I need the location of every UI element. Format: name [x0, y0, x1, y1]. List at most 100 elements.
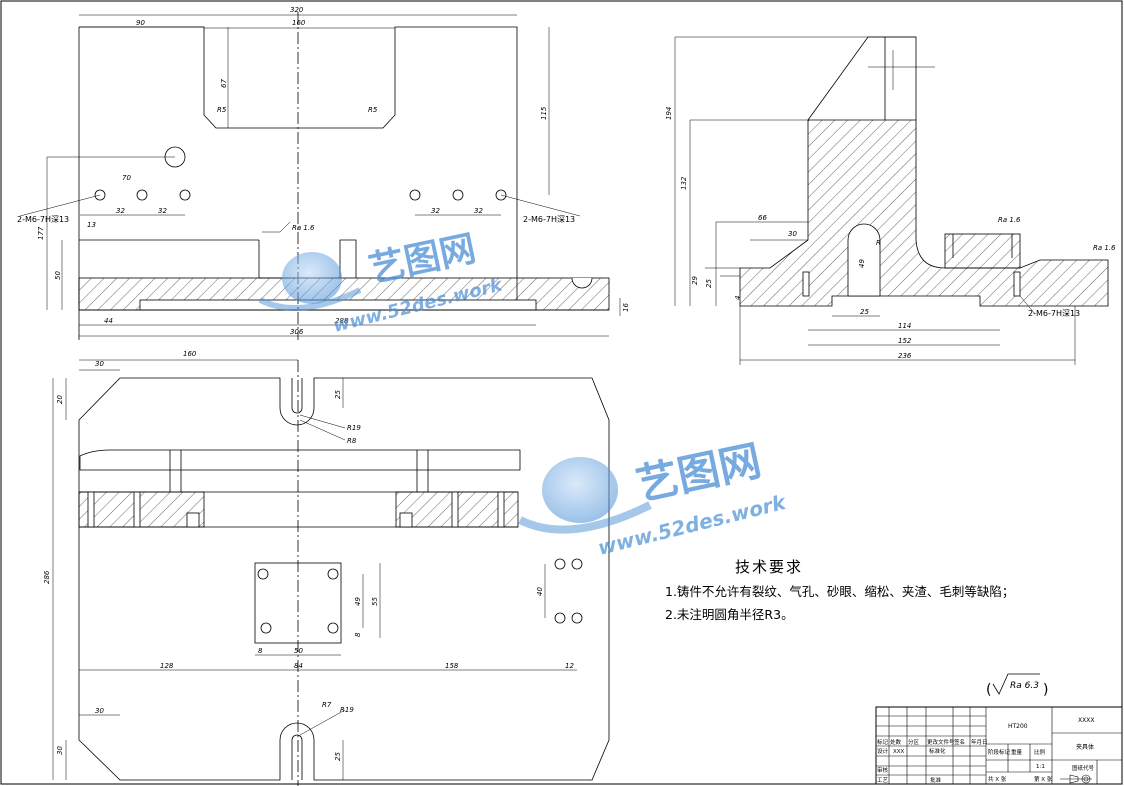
watermark-1: 艺图网 www.52des.work	[258, 228, 505, 337]
surface-roughness-value: Ra 6.3	[1010, 681, 1039, 691]
side-section	[739, 119, 1109, 307]
tb-sheet-total: 共 X 张	[988, 775, 1007, 783]
surface-roughness-symbol: ( Ra 6.3 )	[986, 673, 1048, 698]
side-view-dimensions: 194 132 66 30 R 49 25 29 25 4 114 152 23…	[665, 107, 1116, 360]
dim-r: R	[876, 239, 881, 247]
dim-plan-30-v: 30	[56, 746, 64, 755]
dim-66: 66	[758, 214, 767, 222]
dim-25-v: 25	[705, 279, 713, 288]
dim-plan-25-top: 25	[334, 390, 342, 399]
dim-plan-55: 55	[371, 597, 379, 606]
dim-194: 194	[665, 107, 673, 120]
tech-item-1: 1.铸件不允许有裂纹、气孔、砂眼、缩松、夹渣、毛刺等缺陷；	[665, 584, 1015, 599]
tb-sheet-no: 第 X 张	[1034, 775, 1053, 783]
tb-scale-label: 比例	[1034, 748, 1046, 756]
dim-25-h: 25	[860, 308, 869, 316]
dim-152: 152	[898, 337, 912, 345]
dim-67: 67	[220, 79, 228, 88]
dim-plan-r8: R8	[347, 437, 357, 445]
tb-design-name: XXX	[893, 749, 905, 755]
dim-plan-30: 30	[95, 360, 104, 368]
tb-mark: 标记	[877, 738, 889, 746]
dim-plan-20-top: 20	[56, 395, 64, 404]
dim-plan-25-bottom: 25	[334, 752, 342, 761]
roughness-side-2: Ra 1.6	[1093, 244, 1116, 252]
tb-audit: 审核	[877, 766, 889, 774]
dim-49: 49	[858, 259, 866, 268]
tb-approve: 批准	[930, 776, 942, 784]
tb-sign: 签名	[954, 738, 965, 746]
title-block	[875, 706, 1123, 785]
watermark-2: 艺图网 www.52des.work	[518, 436, 789, 560]
top-view	[19, 12, 621, 340]
dim-plan-84: 84	[294, 662, 303, 670]
tb-design: 设计	[877, 747, 889, 755]
top-view-dimensions: 320 90 160 67 R5 R5 115 70 32 32 13 32 3…	[17, 6, 630, 336]
dim-32-a: 32	[116, 207, 125, 215]
dim-90: 90	[136, 19, 145, 27]
dim-plan-160: 160	[183, 350, 197, 358]
dim-236: 236	[898, 352, 912, 360]
dim-70: 70	[122, 174, 131, 182]
tb-drawing-no: 图纸代号	[1072, 764, 1095, 772]
hole-callout-right: 2-M6-7H深13	[523, 215, 575, 224]
dim-plan-r7: R7	[322, 701, 332, 709]
dim-plan-12: 12	[565, 662, 574, 670]
dim-115: 115	[540, 106, 548, 120]
dim-13: 13	[87, 221, 96, 229]
tb-qty: 处数	[890, 738, 902, 746]
tech-title: 技术要求	[735, 558, 804, 576]
plan-view-dimensions: 30 160 20 25 R19 R8 286 49 55 8 8 50 40 …	[43, 350, 574, 761]
dim-plan-8-v: 8	[354, 632, 362, 637]
dim-plan-49: 49	[354, 597, 362, 606]
dim-32-c: 32	[431, 207, 440, 215]
side-view	[674, 36, 1109, 365]
tech-item-2: 2.未注明圆角半径R3。	[665, 607, 794, 622]
dim-50: 50	[54, 271, 62, 280]
plan-section-left	[78, 491, 205, 528]
dim-plan-158: 158	[445, 662, 459, 670]
dim-32-b: 32	[158, 207, 167, 215]
watermark-globe-icon	[282, 252, 342, 304]
roughness-label: Ra 1.6	[292, 224, 315, 232]
hole-callout-side: 2-M6-7H深13	[1028, 309, 1080, 318]
title-block-text: 标记 处数 分区 更改文件号 签名 年月日 设计 XXX 标准化 审核 工艺 批…	[877, 717, 1095, 784]
dim-177: 177	[37, 226, 45, 240]
watermark-en: www.52des.work	[595, 490, 789, 560]
dim-plan-40: 40	[536, 587, 544, 596]
tb-process: 工艺	[877, 777, 889, 784]
dim-32-d: 32	[474, 207, 483, 215]
tb-stage-mark: 阶段标记	[988, 748, 1011, 756]
roughness-side-1: Ra 1.6	[998, 216, 1021, 224]
watermark-globe-icon	[542, 457, 618, 523]
svg-text:(: (	[986, 682, 991, 698]
dim-44: 44	[104, 317, 113, 325]
dim-29: 29	[691, 276, 699, 285]
dim-30: 30	[788, 230, 797, 238]
tb-zone: 分区	[908, 738, 920, 746]
tb-part-name: 夹具体	[1076, 743, 1094, 751]
dim-132: 132	[680, 176, 688, 190]
tb-date: 年月日	[971, 738, 988, 746]
tb-weight: 重量	[1011, 748, 1023, 756]
dim-160: 160	[292, 19, 306, 27]
dim-plan-30-bottom: 30	[95, 707, 104, 715]
dim-plan-r19-bottom: R19	[340, 706, 354, 714]
dim-4: 4	[734, 296, 742, 300]
dim-306: 306	[290, 328, 304, 336]
tb-material: HT200	[1008, 723, 1028, 730]
dim-plan-8-h: 8	[258, 647, 263, 655]
tb-doc: 更改文件号	[927, 738, 955, 746]
technical-requirements: 技术要求 1.铸件不允许有裂纹、气孔、砂眼、缩松、夹渣、毛刺等缺陷； 2.未注明…	[665, 556, 1085, 623]
dim-288: 288	[335, 317, 349, 325]
dim-plan-286: 286	[43, 570, 51, 584]
dim-r5-right: R5	[368, 106, 378, 114]
svg-text:): )	[1043, 682, 1048, 698]
dim-plan-r19-top: R19	[347, 424, 361, 432]
dim-16: 16	[622, 303, 630, 312]
dim-114: 114	[898, 322, 911, 330]
dim-plan-128: 128	[160, 662, 174, 670]
tb-scale: 1:1	[1036, 764, 1045, 770]
